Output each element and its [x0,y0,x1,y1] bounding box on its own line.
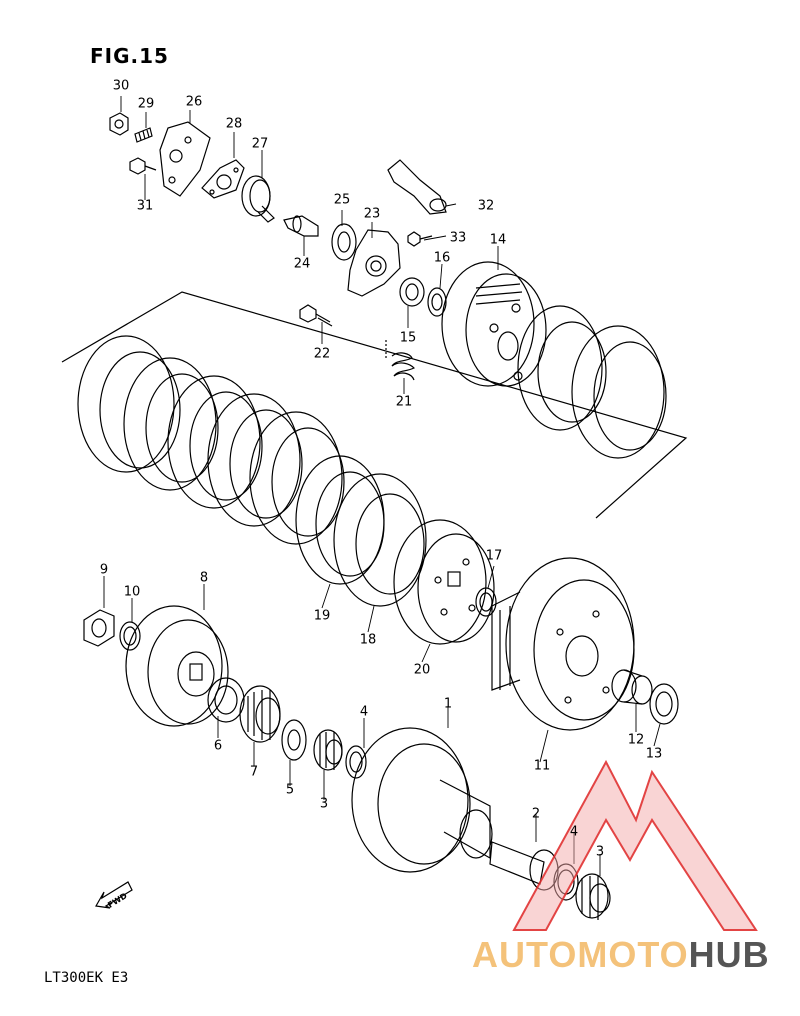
washer-13 [649,683,679,725]
bearing-15 [399,277,425,307]
cam-27 [241,175,275,223]
part-label: 28 [225,116,243,132]
screw-29 [134,127,153,143]
part-label: 15 [399,330,417,346]
part-label: 21 [395,394,413,410]
clutch-housing-11 [491,557,635,731]
bolt-33 [407,231,433,247]
part-label: 33 [449,230,467,246]
part-label: 13 [645,746,663,762]
clutch-hub-18 [333,473,427,607]
watermark-part1: AUTOMOTO [472,934,689,975]
washer-17 [475,587,497,617]
watermark-text: AUTOMOTOHUB [472,934,770,976]
part-label: 10 [123,584,141,600]
model-code: LT300EK E3 [44,970,129,986]
spacer-12 [611,669,653,705]
part-label: 2 [531,806,541,822]
part-label: 32 [477,198,495,214]
lifter-23 [347,229,401,297]
part-label: 9 [99,562,109,578]
bolt-31 [129,157,157,175]
part-label: 3 [319,796,329,812]
bearing-7 [239,685,281,743]
part-label: 14 [489,232,507,248]
part-label: 16 [433,250,451,266]
leader-lines [103,96,661,876]
figure-title: FIG.15 [90,44,169,68]
fwd-arrow-icon [95,881,133,909]
part-label: 30 [112,78,130,94]
part-label: 31 [136,198,154,214]
clutch-plate-stack [77,305,667,545]
washer-5 [281,719,307,761]
part-label: 24 [293,256,311,272]
part-label: 23 [363,206,381,222]
part-label: 27 [251,136,269,152]
washer-10 [119,621,141,651]
automotohub-logo-icon [512,759,758,931]
part-label: 4 [569,824,579,840]
bearing-25 [331,223,357,261]
part-label: 12 [627,732,645,748]
part-label: 18 [359,632,377,648]
part-label: 11 [533,758,551,774]
plate-26 [159,121,211,197]
primary-drum-1 [351,727,493,873]
bolt-22 [299,304,333,327]
part-label: 7 [249,764,259,780]
nut-9 [83,609,115,647]
gasket-28 [201,159,245,199]
part-label: 8 [199,570,209,586]
part-label: 5 [285,782,295,798]
pin-24 [283,215,319,237]
part-label: 1 [443,696,453,712]
part-label: 25 [333,192,351,208]
plate-stack-frame [61,291,688,519]
part-label: 17 [485,548,503,564]
part-label: 6 [213,738,223,754]
part-label: 3 [595,844,605,860]
bearing-3b [575,873,611,920]
part-label: 22 [313,346,331,362]
friction-plate-19 [295,455,385,585]
part-label: 20 [413,662,431,678]
clutch-disc-20 [393,519,495,645]
washer-16 [427,287,447,317]
part-label: 19 [313,608,331,624]
bearing-3a [313,729,343,771]
one-way-clutch-8 [125,605,229,727]
bearing-6 [207,677,245,723]
part-label: 29 [137,96,155,112]
lever-32 [387,159,447,215]
nut-30 [109,112,129,136]
part-label: 4 [359,704,369,720]
spring-21 [385,340,416,381]
part-label: 26 [185,94,203,110]
watermark-part2: HUB [688,934,770,975]
